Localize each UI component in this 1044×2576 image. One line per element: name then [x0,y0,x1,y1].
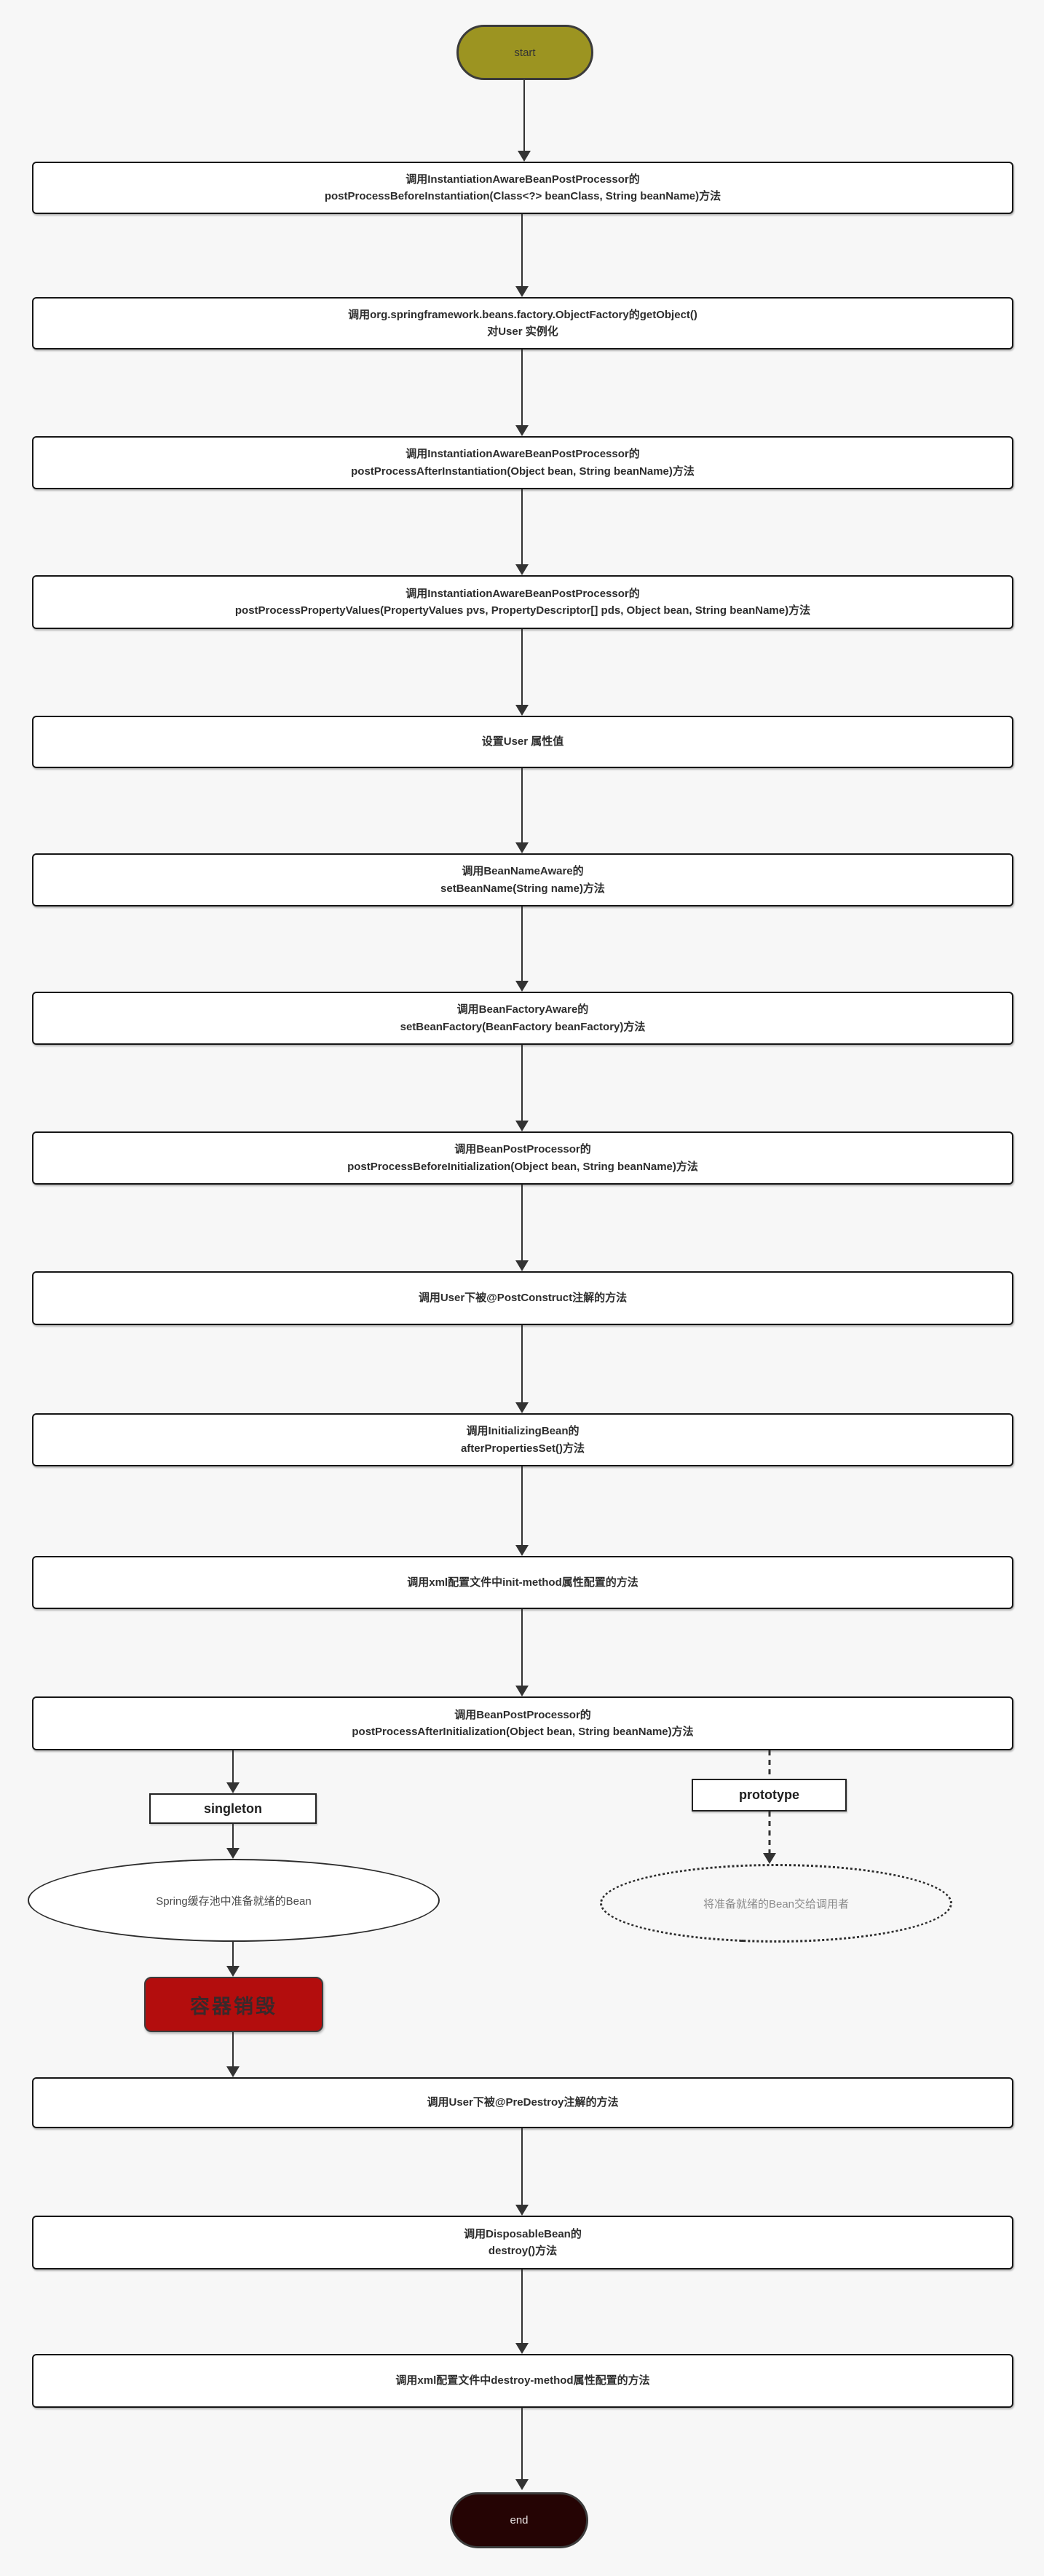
singleton-label: singleton [204,1801,262,1816]
flow-arrow [515,214,529,297]
step-destroy: 调用DisposableBean的 destroy()方法 [32,2216,1013,2269]
flow-arrow [226,1824,240,1859]
end-label: end [510,2514,529,2526]
container-destroy-label: 容器销毁 [190,1995,277,2018]
flow-arrow [515,1325,529,1413]
step-after-instantiation: 调用InstantiationAwareBeanPostProcessor的 p… [32,436,1013,489]
step-set-properties: 设置User 属性值 [32,716,1013,768]
singleton-ready-ellipse: Spring缓存池中准备就绪的Bean [28,1859,440,1942]
step-label: 调用InitializingBean的 afterPropertiesSet()… [460,1425,585,1455]
step-bean-name-aware: 调用BeanNameAware的 setBeanName(String name… [32,853,1013,906]
start-label: start [514,46,536,59]
start-node: start [456,25,593,80]
flow-arrow [515,1185,529,1271]
step-label: 调用InstantiationAwareBeanPostProcessor的 p… [324,173,721,202]
end-node: end [450,2492,588,2548]
step-label: 调用User下被@PostConstruct注解的方法 [418,1292,628,1305]
flow-arrow [515,2269,529,2354]
container-destroy-box: 容器销毁 [144,1977,323,2032]
flow-arrow [515,1466,529,1556]
prototype-result-label: 将准备就绪的Bean交给调用者 [703,1897,850,1911]
prototype-label-box: prototype [692,1779,847,1812]
step-label: 调用InstantiationAwareBeanPostProcessor的 p… [351,448,695,478]
step-label: 调用InstantiationAwareBeanPostProcessor的 p… [234,587,811,617]
flow-arrow [515,349,529,436]
flow-arrow [515,2408,529,2490]
step-label: 设置User 属性值 [481,735,564,748]
flow-arrow [226,1942,240,1977]
singleton-result-label: Spring缓存池中准备就绪的Bean [156,1895,312,1908]
step-label: 调用xml配置文件中init-method属性配置的方法 [407,1576,638,1589]
singleton-label-box: singleton [149,1793,317,1824]
flow-arrow [515,489,529,575]
flow-arrow [515,629,529,716]
step-before-instantiation: 调用InstantiationAwareBeanPostProcessor的 p… [32,162,1013,214]
prototype-handover-ellipse: 将准备就绪的Bean交给调用者 [600,1864,952,1943]
step-init-method: 调用xml配置文件中init-method属性配置的方法 [32,1556,1013,1609]
step-label: 调用BeanFactoryAware的 setBeanFactory(BeanF… [400,1003,646,1033]
step-property-values: 调用InstantiationAwareBeanPostProcessor的 p… [32,575,1013,629]
flow-arrow [515,1045,529,1131]
flow-arrow-dashed [763,1750,776,1779]
flow-arrow [515,1609,529,1696]
step-instantiate-user: 调用org.springframework.beans.factory.Obje… [32,297,1013,349]
step-pre-destroy: 调用User下被@PreDestroy注解的方法 [32,2077,1013,2128]
step-post-construct: 调用User下被@PostConstruct注解的方法 [32,1271,1013,1325]
flow-arrow [226,2032,240,2077]
flow-arrow [515,906,529,992]
step-label: 调用BeanNameAware的 setBeanName(String name… [440,865,605,895]
step-label: 调用org.springframework.beans.factory.Obje… [348,308,697,338]
step-after-initialization: 调用BeanPostProcessor的 postProcessAfterIni… [32,1696,1013,1750]
flow-arrow [226,1750,240,1793]
flow-arrow [518,80,531,162]
flow-arrow-dashed [763,1812,776,1864]
step-label: 调用BeanPostProcessor的 postProcessAfterIni… [352,1708,694,1738]
step-before-initialization: 调用BeanPostProcessor的 postProcessBeforeIn… [32,1131,1013,1185]
flow-arrow [515,2128,529,2216]
step-label: 调用BeanPostProcessor的 postProcessBeforeIn… [347,1143,698,1173]
step-bean-factory-aware: 调用BeanFactoryAware的 setBeanFactory(BeanF… [32,992,1013,1045]
step-label: 调用User下被@PreDestroy注解的方法 [427,2096,619,2109]
flow-arrow [515,768,529,853]
prototype-label: prototype [739,1787,799,1802]
step-after-properties-set: 调用InitializingBean的 afterPropertiesSet()… [32,1413,1013,1466]
step-label: 调用DisposableBean的 destroy()方法 [464,2227,582,2257]
step-label: 调用xml配置文件中destroy-method属性配置的方法 [395,2374,650,2387]
step-destroy-method: 调用xml配置文件中destroy-method属性配置的方法 [32,2354,1013,2408]
